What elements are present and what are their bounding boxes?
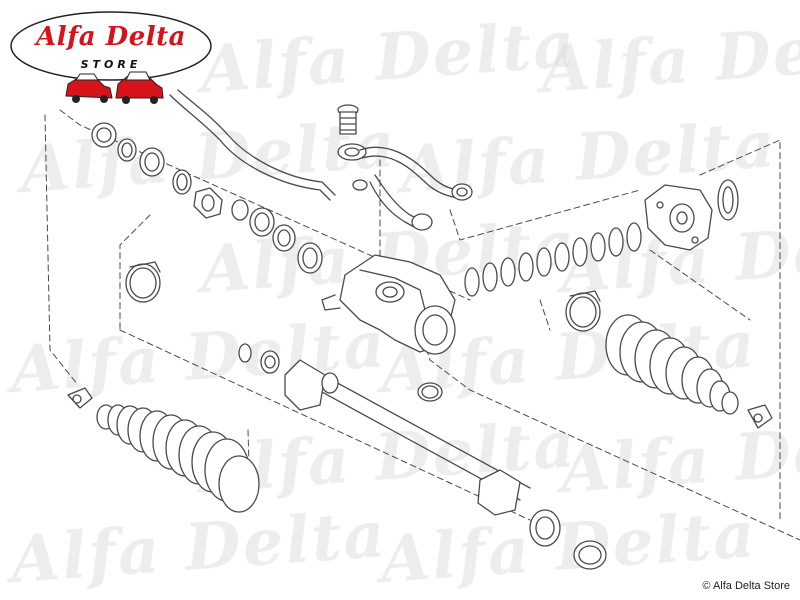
right-bellows-boot [605, 314, 739, 415]
logo-badge [10, 11, 212, 104]
car-icon [115, 71, 164, 104]
right-tie-rod-end [747, 404, 773, 429]
left-tie-rod-end [67, 387, 93, 409]
left-hose-clamp [125, 261, 161, 303]
car-icon [65, 73, 113, 103]
upper-transfer-pipe [169, 89, 336, 201]
rack-shaft [238, 343, 607, 570]
store-logo[interactable]: Alfa Delta STORE [8, 8, 214, 108]
right-ring-stack [464, 222, 642, 297]
copyright-text: © Alfa Delta Store [702, 580, 790, 592]
o-ring [417, 382, 443, 402]
pinion-housing [644, 179, 739, 251]
logo-store-text: STORE [80, 58, 142, 71]
pipe-fitting [337, 104, 473, 231]
left-ring-stack [91, 122, 323, 274]
rack-housing [321, 254, 456, 355]
left-bellows-boot [96, 404, 260, 513]
logo-brand-text: Alfa Delta [36, 22, 186, 52]
right-hose-clamp [565, 290, 601, 332]
assembly-guide-lines [44, 109, 800, 541]
